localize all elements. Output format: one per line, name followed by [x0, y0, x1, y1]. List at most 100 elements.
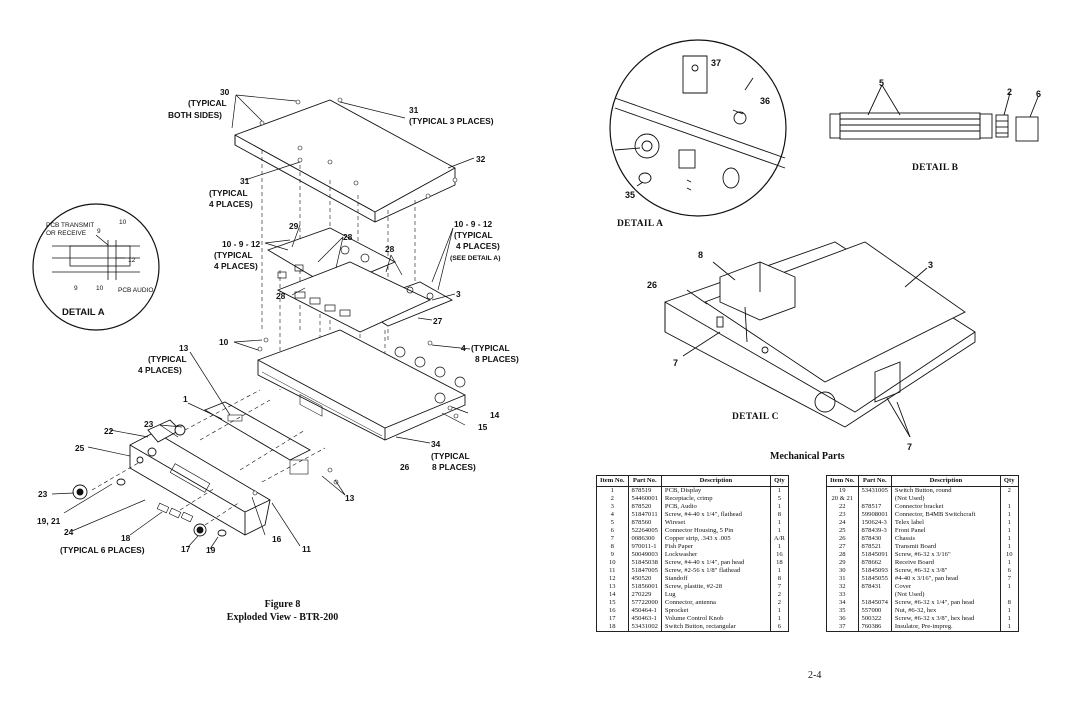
- callout-16: 16: [272, 534, 282, 544]
- cell-part-no: 878520: [627, 503, 662, 511]
- cell-qty: 2: [769, 591, 789, 599]
- callout-label: (TYPICAL: [214, 250, 253, 260]
- callout-31b: 31: [240, 176, 250, 186]
- cell-item-no: 32: [826, 583, 859, 591]
- cell-description: Receive Board: [890, 559, 1001, 567]
- cell-qty: 16: [769, 551, 789, 559]
- callout-17: 17: [181, 544, 191, 554]
- callout-10-9-12b: 10 - 9 - 12: [454, 219, 493, 229]
- callout-23a: 23: [144, 419, 154, 429]
- cell-item-no: 33: [826, 591, 859, 599]
- callout-label: (TYPICAL: [431, 451, 470, 461]
- cell-description: Screw, #6-32 x 1/4", pan head: [890, 599, 1001, 607]
- cell-qty: 2: [999, 486, 1019, 495]
- figure-caption: Figure 8 Exploded View - BTR-200: [210, 598, 355, 624]
- callout-22: 22: [104, 426, 114, 436]
- cell-qty: 1: [769, 503, 789, 511]
- callout-24: 24: [64, 527, 74, 537]
- cell-item-no: 8: [596, 543, 629, 551]
- detail-c-num-26: 26: [647, 280, 657, 290]
- cell-description: Connector bracket: [890, 503, 1001, 511]
- cell-description: Screw, #6-32 x 3/8": [890, 567, 1001, 575]
- cell-description: Standoff: [660, 575, 771, 583]
- cell-item-no: 7: [596, 535, 629, 543]
- detail-a-pcb-transmit-label: PCB TRANSMIT: [46, 222, 94, 229]
- cell-description: Receptacle, crimp: [660, 495, 771, 503]
- detail-a-right-num-37: 37: [711, 58, 721, 68]
- cell-description: Screw, plastite, #2-28: [660, 583, 771, 591]
- audio-board-part: [276, 261, 432, 333]
- detail-a-num-10a: 10: [119, 219, 127, 226]
- cell-part-no: 878560: [627, 519, 662, 527]
- cell-qty: 7: [999, 575, 1019, 583]
- cell-part-no: 51856001: [627, 583, 662, 591]
- cell-item-no: 34: [826, 599, 859, 607]
- parts-table-left-header: Item No. Part No. Description Qty: [596, 475, 789, 487]
- cell-item-no: 5: [596, 519, 629, 527]
- cell-item-no: 13: [596, 583, 629, 591]
- cell-description: Wireset: [660, 519, 771, 527]
- cell-item-no: 15: [596, 599, 629, 607]
- callout-34: 34: [431, 439, 441, 449]
- cell-description: Sprocket: [660, 607, 771, 615]
- header-qty: Qty: [769, 475, 789, 487]
- callout-label: (TYPICAL: [454, 230, 493, 240]
- cell-item-no: 16: [596, 607, 629, 615]
- cell-part-no: 53431005: [857, 486, 892, 495]
- callout-1: 1: [183, 394, 188, 404]
- detail-c-num-3: 3: [928, 260, 933, 270]
- callout-26: 26: [400, 462, 410, 472]
- cell-item-no: 29: [826, 559, 859, 567]
- callout-29: 29: [289, 221, 299, 231]
- cell-qty: 5: [769, 495, 789, 503]
- parts-table-right-header: Item No. Part No. Description Qty: [826, 475, 1019, 487]
- detail-c-title: DETAIL C: [732, 412, 779, 422]
- callout-typical-6-places: (TYPICAL 6 PLACES): [60, 545, 145, 555]
- figure-title: Exploded View - BTR-200: [226, 612, 339, 623]
- cell-description: #4-40 x 3/16", pan head: [890, 575, 1001, 583]
- callout-typical-both-sides-2: BOTH SIDES): [168, 110, 222, 120]
- detail-b-title: DETAIL B: [912, 163, 959, 173]
- cell-item-no: 24: [826, 519, 859, 527]
- detail-a-num-10b: 10: [96, 285, 104, 292]
- detail-b-num-2: 2: [1007, 87, 1012, 97]
- page-number: 2-4: [808, 670, 822, 681]
- cell-item-no: 19: [826, 486, 859, 495]
- cell-part-no: 450463-1: [627, 615, 662, 623]
- cell-part-no: 450520: [627, 575, 662, 583]
- cell-part-no: 500322: [857, 615, 892, 623]
- cell-description: Chassis: [890, 535, 1001, 543]
- callout-19-21: 19, 21: [37, 516, 61, 526]
- callout-27: 27: [433, 316, 443, 326]
- cell-part-no: 878662: [857, 559, 892, 567]
- callout-28a: 28: [343, 232, 353, 242]
- cell-part-no: 450464-1: [627, 607, 662, 615]
- cell-description: (Not Used): [890, 495, 1001, 503]
- detail-a-num-9a: 9: [97, 228, 101, 235]
- cell-qty: 1: [769, 543, 789, 551]
- callout-label: 4 PLACES): [209, 199, 253, 209]
- callout-19: 19: [206, 545, 216, 555]
- header-part-no: Part No.: [627, 475, 662, 487]
- callout-31a: 31: [409, 105, 419, 115]
- callout-32: 32: [476, 154, 486, 164]
- mechanical-parts-title: Mechanical Parts: [770, 451, 845, 462]
- callout-11: 11: [302, 544, 311, 554]
- table-row: 20 & 21(Not Used): [826, 495, 1019, 503]
- cell-item-no: 3: [596, 503, 629, 511]
- cell-qty: 2: [769, 599, 789, 607]
- cell-part-no: 878430: [857, 535, 892, 543]
